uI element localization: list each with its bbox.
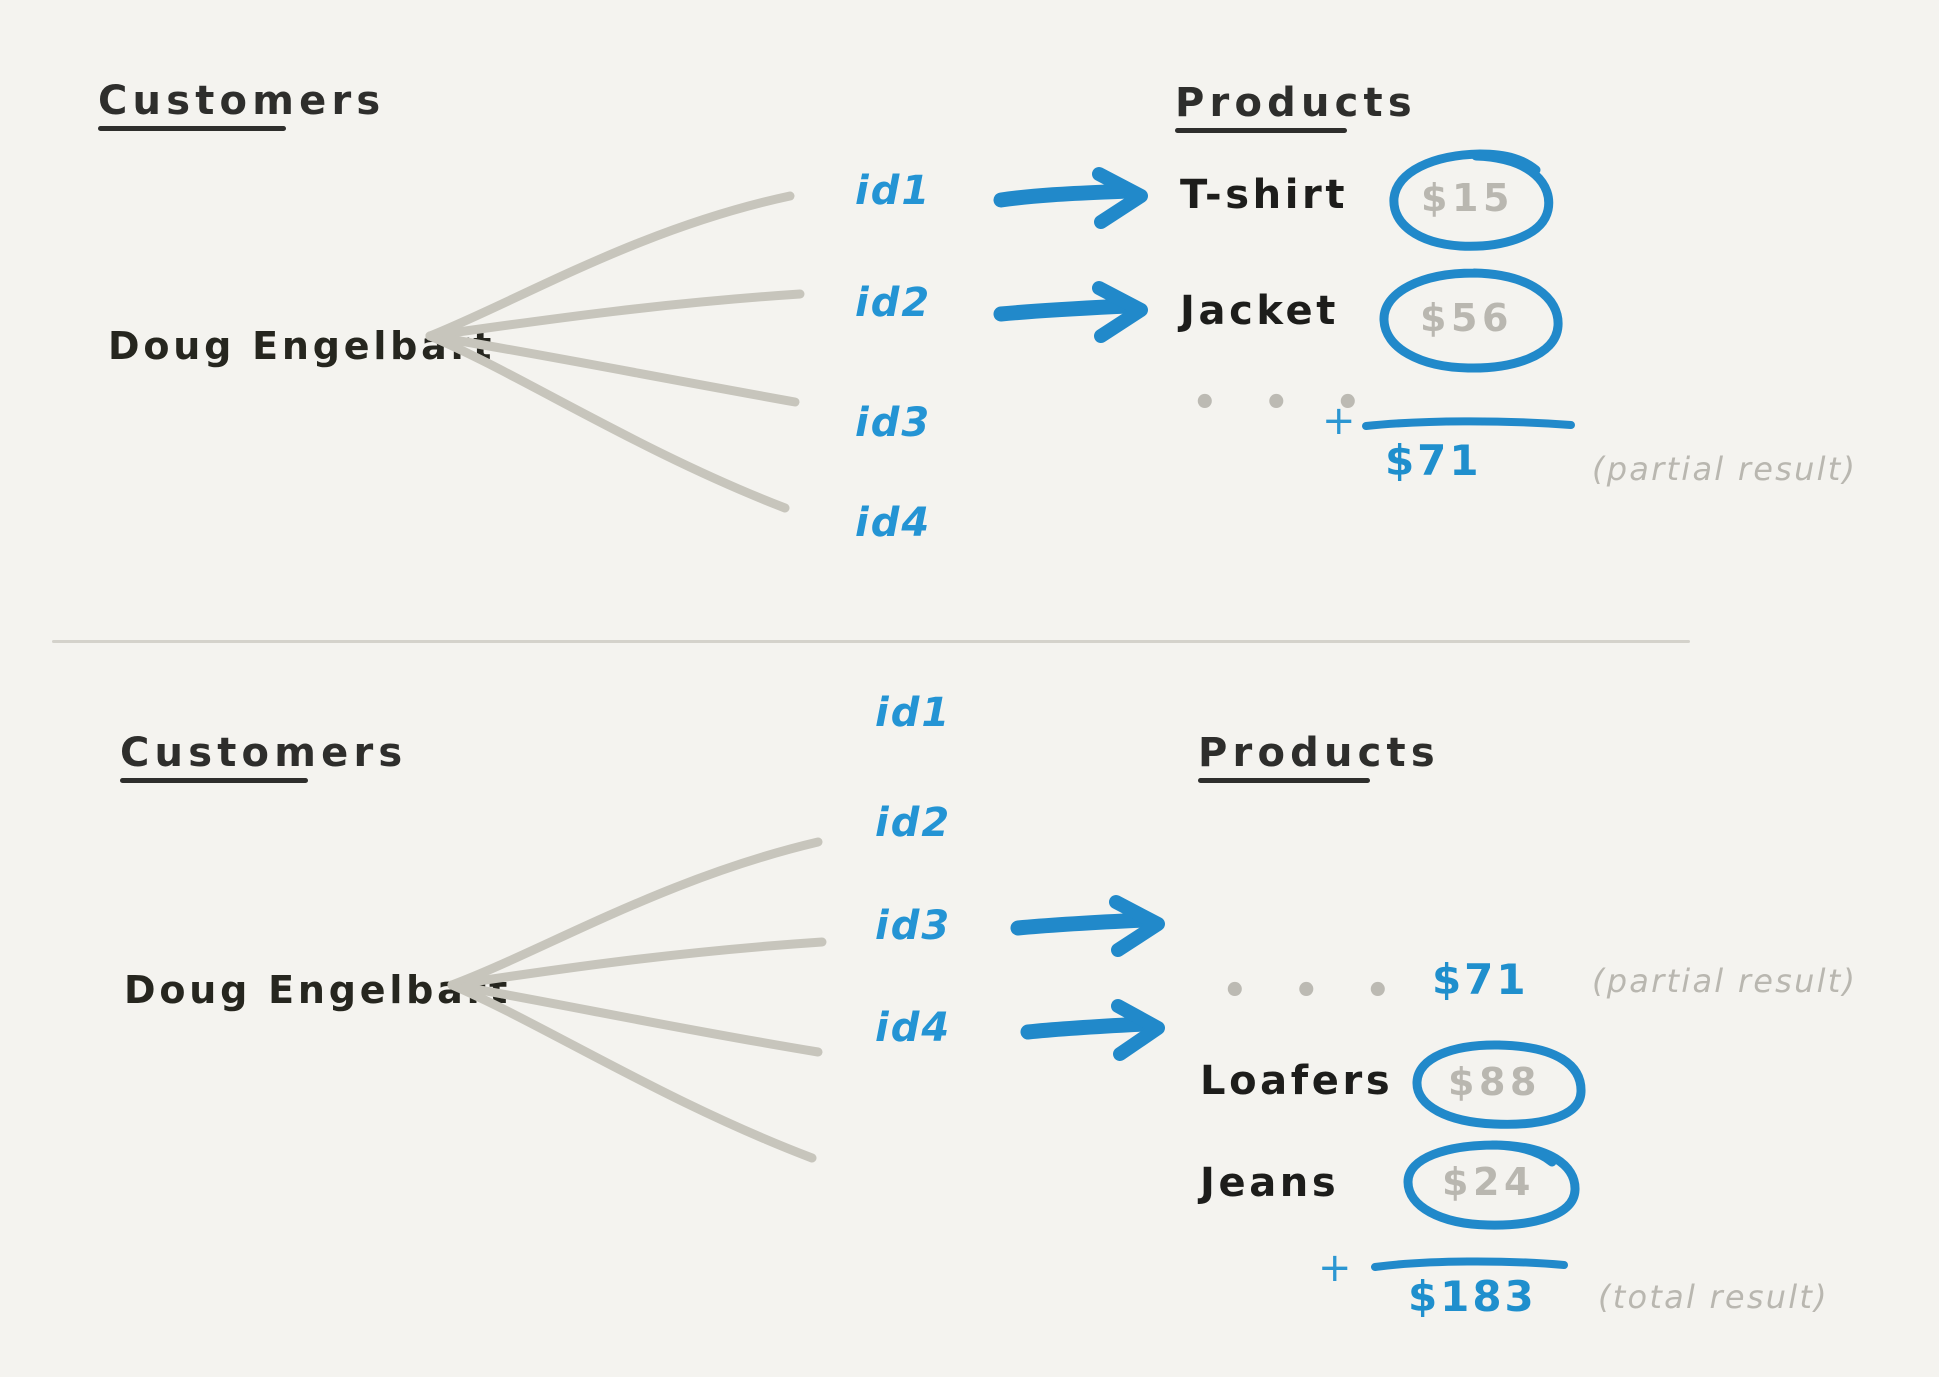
id-label-top-2: id2	[855, 280, 932, 326]
id-label-bottom-4: id4	[875, 1005, 952, 1051]
panel-divider	[52, 640, 1690, 643]
customers-heading-label-bottom: Customers	[120, 730, 408, 776]
carry-value-bottom: $71	[1432, 955, 1529, 1004]
plus-sign-bottom: +	[1318, 1245, 1354, 1291]
products-heading-top: Products	[1175, 80, 1417, 133]
fanout-lines-top	[425, 191, 805, 513]
id-label-top-3: id3	[855, 400, 932, 446]
circle-annotation-icon-3	[1412, 1040, 1586, 1129]
customers-heading-bottom: Customers	[120, 730, 408, 783]
sum-note-top: (partial result)	[1592, 450, 1858, 488]
products-heading-label: Products	[1175, 80, 1417, 126]
id-label-bottom-2: id2	[875, 800, 952, 846]
product-name-bottom-4: Jeans	[1200, 1160, 1340, 1206]
price-label-bottom-3: $88	[1448, 1060, 1542, 1104]
products-heading-underline-bottom	[1198, 778, 1370, 783]
products-heading-label-bottom: Products	[1198, 730, 1440, 776]
products-heading-underline	[1175, 128, 1347, 133]
sum-total-top: $71	[1385, 436, 1482, 485]
ellipsis-bottom: • • •	[1222, 968, 1407, 1014]
customers-heading-underline-bottom	[120, 778, 308, 783]
customers-heading-label: Customers	[98, 78, 386, 124]
customer-name-bottom: Doug Engelbart	[124, 968, 512, 1012]
fanout-lines-bottom	[447, 837, 827, 1163]
products-heading-bottom: Products	[1198, 730, 1440, 783]
product-name-bottom-3: Loafers	[1200, 1058, 1394, 1104]
id-label-bottom-3: id3	[875, 903, 952, 949]
customers-heading-underline	[98, 126, 286, 131]
id-label-bottom-1: id1	[875, 690, 952, 736]
price-label-top-1: $15	[1421, 176, 1515, 220]
customers-heading-top: Customers	[98, 78, 386, 131]
carry-note-bottom: (partial result)	[1592, 962, 1858, 1000]
product-name-top-1: T-shirt	[1180, 172, 1349, 218]
id-label-top-1: id1	[855, 168, 932, 214]
arrow-icon-bottom-3	[1010, 895, 1165, 957]
ellipsis-top: • • •	[1192, 380, 1377, 426]
sum-note-bottom: (total result)	[1598, 1278, 1829, 1316]
sum-rule-top	[1362, 417, 1575, 430]
circle-annotation-icon-1	[1389, 149, 1554, 251]
plus-sign-top: +	[1322, 398, 1358, 444]
price-label-bottom-4: $24	[1442, 1160, 1536, 1204]
sum-rule-bottom	[1371, 1257, 1568, 1271]
customer-name-top: Doug Engelbart	[108, 324, 496, 368]
circle-annotation-icon-2	[1379, 268, 1563, 373]
arrow-icon-top-1	[993, 167, 1148, 229]
circle-annotation-icon-4	[1403, 1140, 1580, 1230]
sum-total-bottom: $183	[1408, 1272, 1537, 1321]
price-label-top-2: $56	[1420, 296, 1514, 340]
arrow-icon-bottom-4	[1020, 999, 1165, 1061]
arrow-icon-top-2	[993, 281, 1148, 343]
product-name-top-2: Jacket	[1180, 288, 1339, 334]
id-label-top-4: id4	[855, 500, 932, 546]
